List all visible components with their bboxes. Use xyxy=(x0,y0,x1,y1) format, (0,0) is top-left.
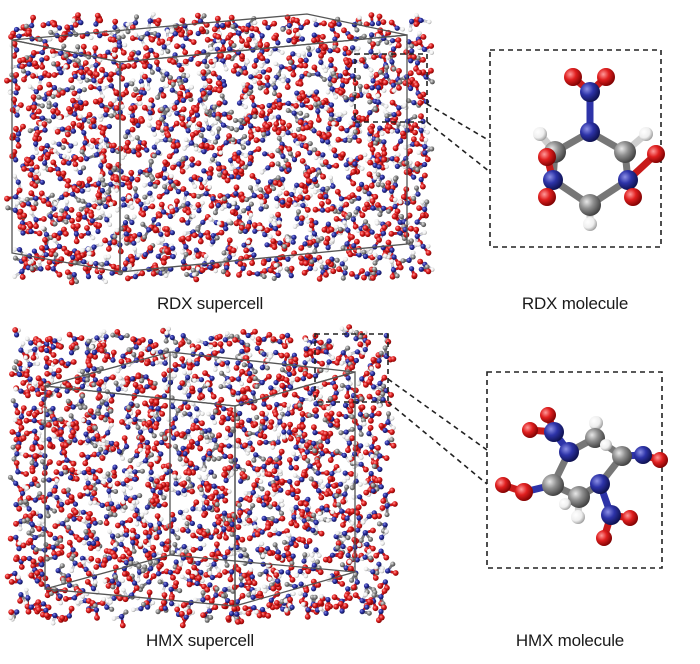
rdx-molecule-image xyxy=(533,68,665,231)
hmx-supercell-image xyxy=(4,324,399,629)
hmx-molecule-frame xyxy=(486,371,663,569)
hmx-molecule-caption: HMX molecule xyxy=(515,631,625,650)
hmx-unit-cell-outline xyxy=(44,351,356,607)
hmx-zoom-box xyxy=(314,333,389,403)
hmx-leader-line-top xyxy=(387,378,488,451)
rdx-molecule-frame xyxy=(489,49,662,248)
rdx-leader-line-bottom xyxy=(426,121,491,173)
rdx-supercell-image xyxy=(4,12,435,286)
rdx-molecule-caption: RDX molecule xyxy=(521,294,629,313)
hmx-supercell-caption: HMX supercell xyxy=(146,631,254,650)
hmx-molecule-image xyxy=(495,407,668,546)
hmx-leader-line-bottom xyxy=(387,401,488,485)
rdx-leader-line-top xyxy=(426,103,491,142)
rdx-unit-cell-outline xyxy=(11,13,408,273)
rdx-supercell-caption: RDX supercell xyxy=(156,294,264,313)
rdx-zoom-box xyxy=(354,53,428,123)
